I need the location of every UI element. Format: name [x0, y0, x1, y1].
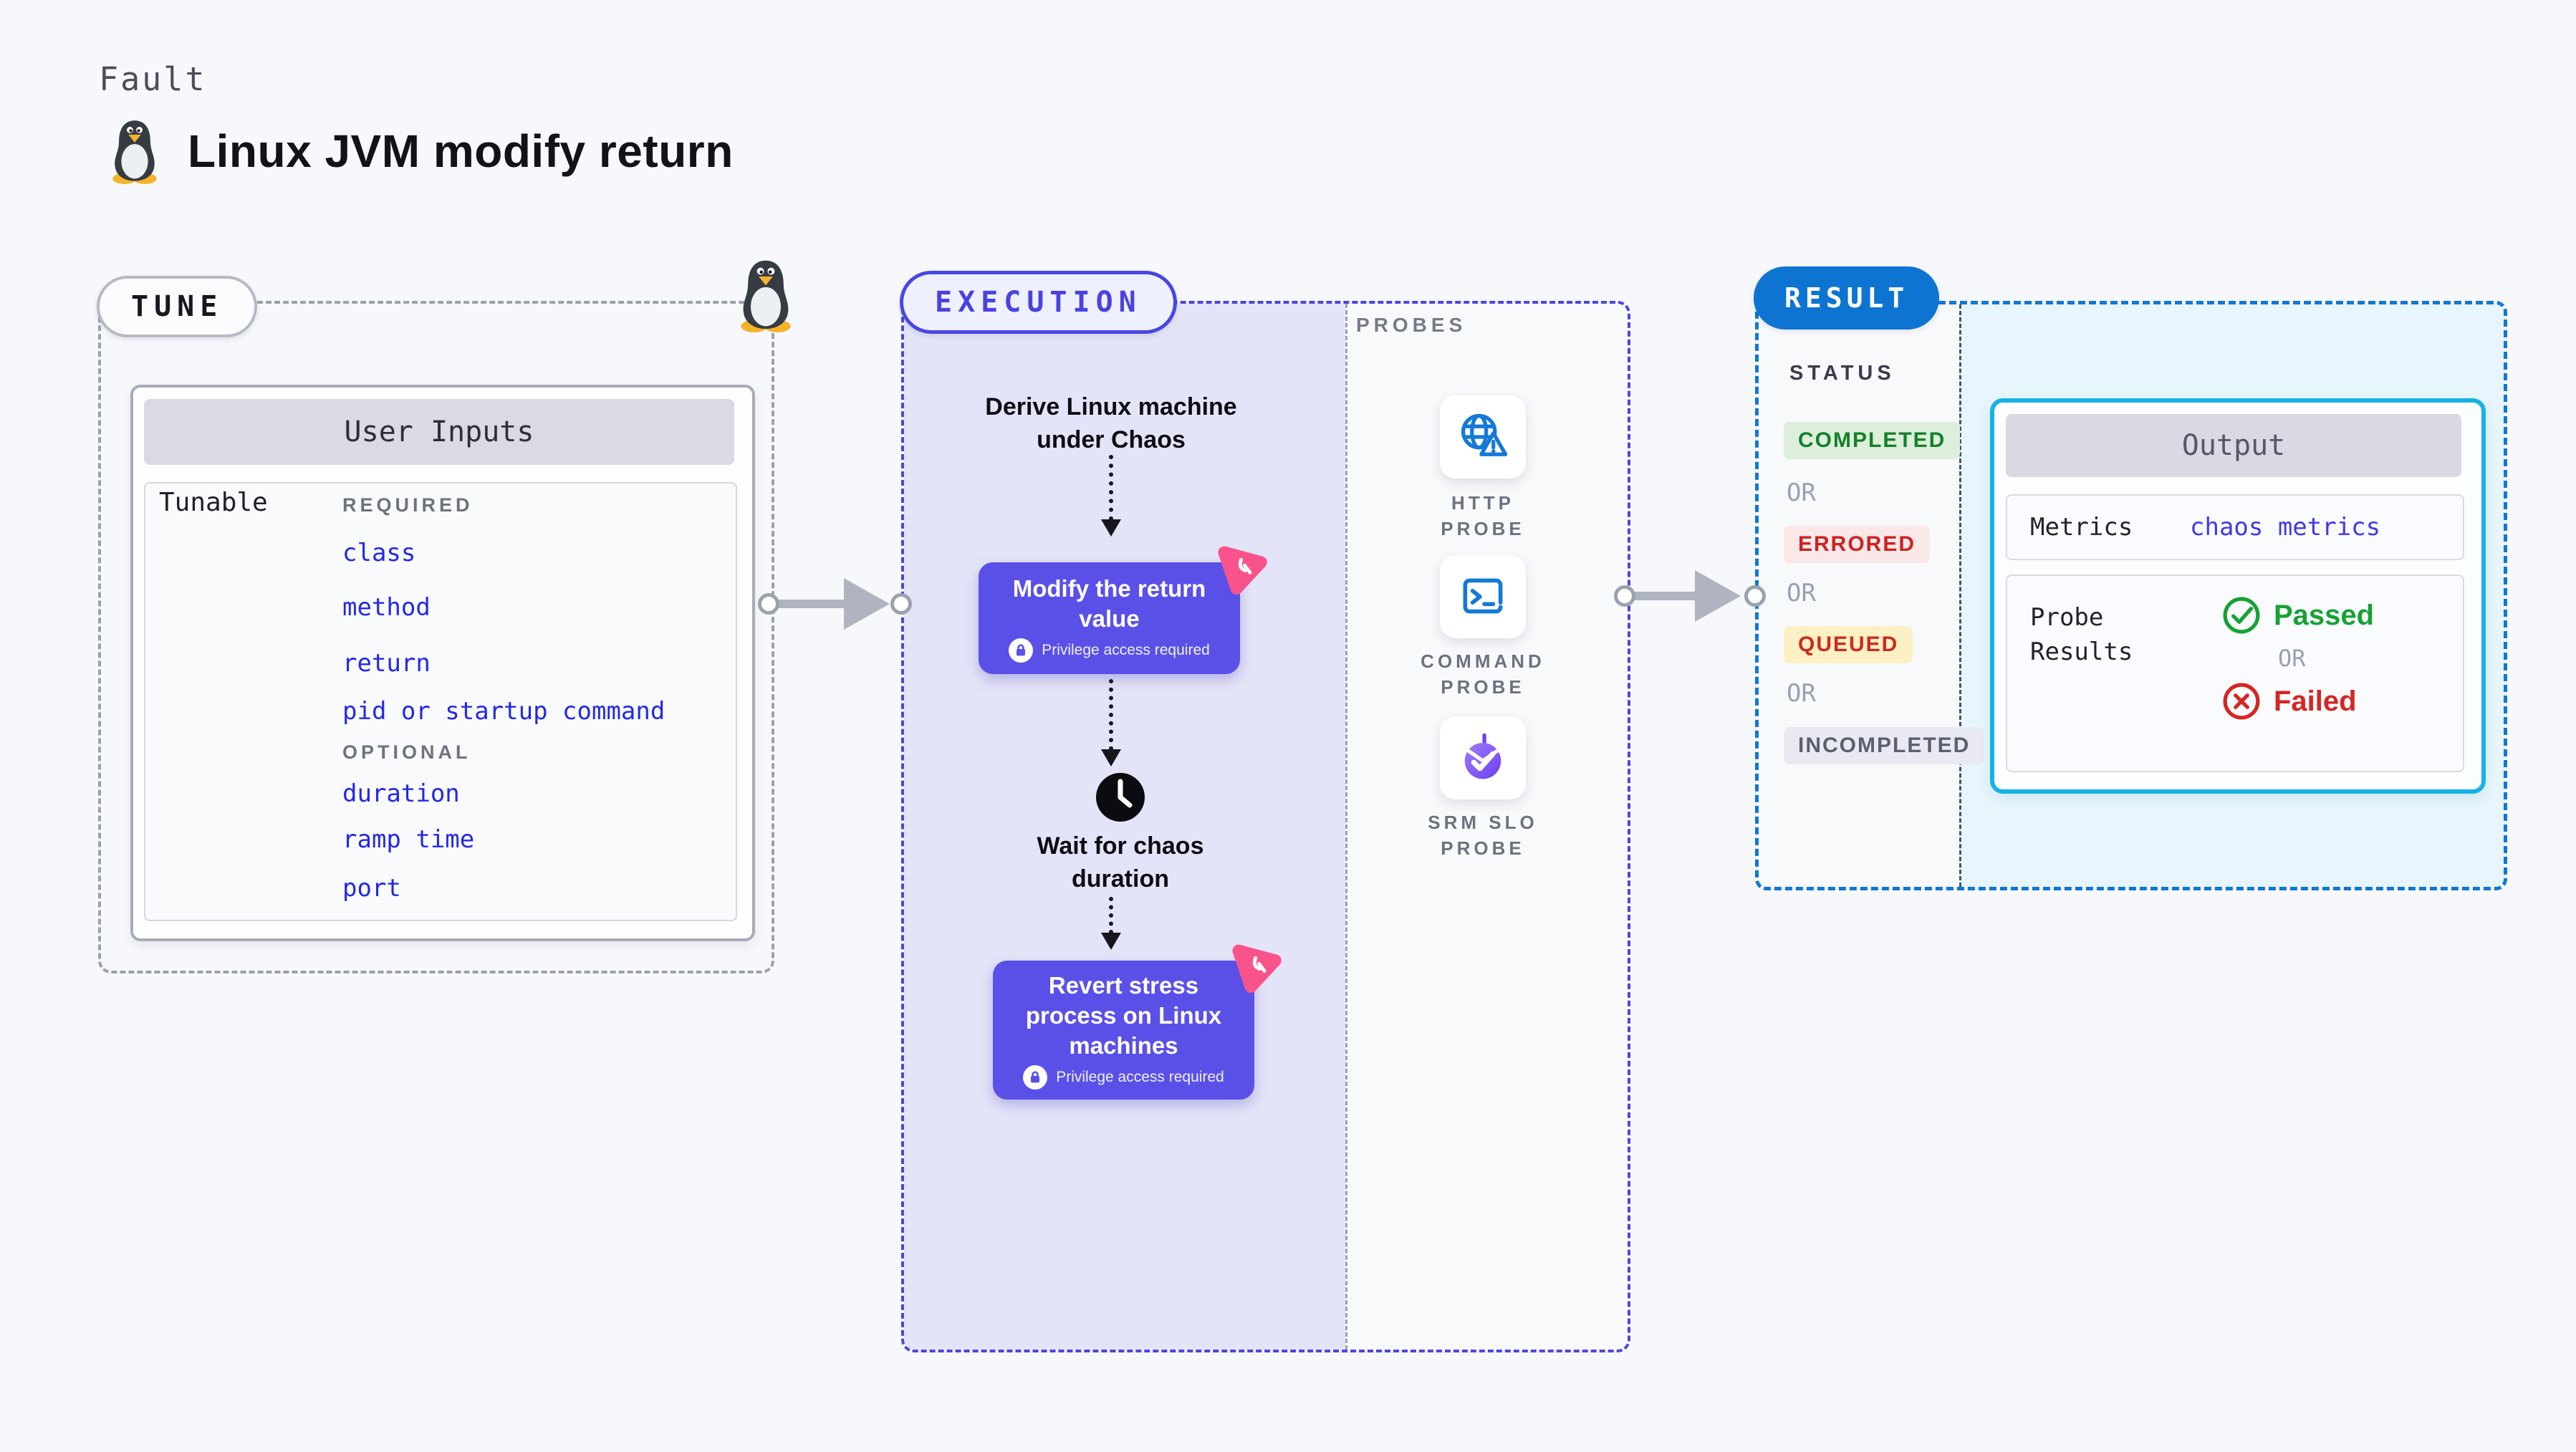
- status-badge-queued: QUEUED: [1784, 626, 1913, 663]
- tune-output-port: [758, 593, 779, 615]
- probe-results-label: Probe Results: [2030, 603, 2133, 666]
- or-separator: OR: [1787, 479, 1816, 507]
- page-header: Linux JVM modify return: [106, 118, 734, 184]
- failed-label: Failed: [2274, 685, 2357, 717]
- page-title: Linux JVM modify return: [188, 125, 734, 177]
- passed-label: Passed: [2274, 599, 2375, 631]
- status-badge-errored: ERRORED: [1784, 526, 1931, 563]
- required-heading: REQUIRED: [342, 494, 474, 516]
- probes-heading: PROBES: [1356, 314, 1467, 336]
- wait-step-text: Wait for chaos duration: [1037, 832, 1204, 893]
- srm-slo-probe-label: SRM SLO PROBE: [1428, 812, 1538, 859]
- flow-arrow-2: [1101, 679, 1121, 766]
- input-method[interactable]: method: [342, 593, 431, 622]
- or-separator: OR: [1787, 579, 1816, 607]
- user-inputs-title: User Inputs: [144, 399, 734, 465]
- wait-clock-icon: [1095, 772, 1145, 826]
- execution-flow-area: [904, 304, 1345, 1350]
- probe-results-row: Probe Results Passed OR Failed: [2006, 574, 2464, 772]
- tux-penguin-corner-icon: [734, 258, 797, 332]
- modify-step-privilege-badge: Privilege access required: [1042, 642, 1210, 658]
- execution-to-result-connector: [1625, 592, 1696, 600]
- tux-penguin-icon: [106, 118, 163, 184]
- or-separator: OR: [1787, 679, 1816, 708]
- execution-pill: EXECUTION: [900, 271, 1177, 334]
- modify-step-title: Modify the return value: [1012, 575, 1206, 632]
- command-probe-card: [1440, 555, 1526, 638]
- lock-icon: [1009, 638, 1034, 663]
- revert-stress-step-button[interactable]: Revert stress process on Linux machines …: [993, 961, 1254, 1100]
- input-pid-or-startup-command[interactable]: pid or startup command: [342, 697, 665, 726]
- litmus-chaos-icon: [1225, 933, 1288, 996]
- output-title: Output: [2006, 414, 2461, 477]
- input-ramp-time[interactable]: ramp time: [342, 825, 475, 854]
- slo-pie-check-icon: [1464, 733, 1501, 779]
- terminal-icon: [1463, 578, 1503, 614]
- globe-alert-icon: [1461, 413, 1508, 456]
- command-probe-label: COMMAND PROBE: [1421, 650, 1545, 698]
- status-badge-incompleted: INCOMPLETED: [1784, 727, 1985, 764]
- tune-to-execution-connector: [769, 600, 845, 608]
- http-probe-label: HTTP PROBE: [1441, 492, 1525, 539]
- http-probe-card: [1440, 395, 1526, 479]
- lock-icon: [1023, 1065, 1048, 1090]
- user-inputs-list: [144, 482, 737, 921]
- fault-kicker: Fault: [99, 60, 207, 98]
- metrics-label: Metrics: [2030, 513, 2133, 542]
- derive-step-text: Derive Linux machine under Chaos: [985, 393, 1237, 453]
- tune-to-execution-arrowhead: [844, 578, 890, 630]
- revert-step-title: Revert stress process on Linux machines: [1025, 972, 1222, 1059]
- input-duration[interactable]: duration: [342, 779, 460, 808]
- execution-section-box: [901, 301, 1630, 1352]
- chaos-metrics-link[interactable]: chaos metrics: [2190, 513, 2381, 542]
- revert-step-privilege-badge: Privilege access required: [1056, 1069, 1224, 1085]
- tune-section-box: [98, 301, 774, 973]
- failed-x-icon: [2223, 683, 2260, 720]
- tunable-row-label: Tunable: [159, 488, 268, 517]
- optional-heading: OPTIONAL: [342, 741, 471, 763]
- result-input-port: [1744, 585, 1766, 607]
- input-return[interactable]: return: [342, 649, 431, 678]
- or-separator: OR: [2278, 645, 2306, 672]
- passed-check-icon: [2223, 597, 2260, 634]
- status-heading: STATUS: [1789, 362, 1895, 385]
- flow-arrow-3: [1101, 897, 1121, 950]
- metrics-row: Metrics chaos metrics: [2006, 494, 2464, 560]
- execution-to-result-arrowhead: [1695, 570, 1741, 622]
- flow-arrow-1: [1101, 455, 1121, 537]
- litmus-chaos-icon: [1211, 535, 1274, 598]
- input-port[interactable]: port: [342, 874, 401, 903]
- srm-slo-probe-card: [1440, 716, 1526, 799]
- tune-pill: TUNE: [97, 276, 258, 337]
- modify-return-step-button[interactable]: Modify the return value Privilege access…: [979, 562, 1240, 674]
- status-badge-completed: COMPLETED: [1784, 422, 1961, 459]
- execution-output-port: [1614, 585, 1635, 607]
- input-class[interactable]: class: [342, 539, 416, 567]
- execution-input-port: [890, 593, 912, 615]
- result-pill: RESULT: [1754, 266, 1940, 330]
- status-column-area: [1759, 304, 1959, 887]
